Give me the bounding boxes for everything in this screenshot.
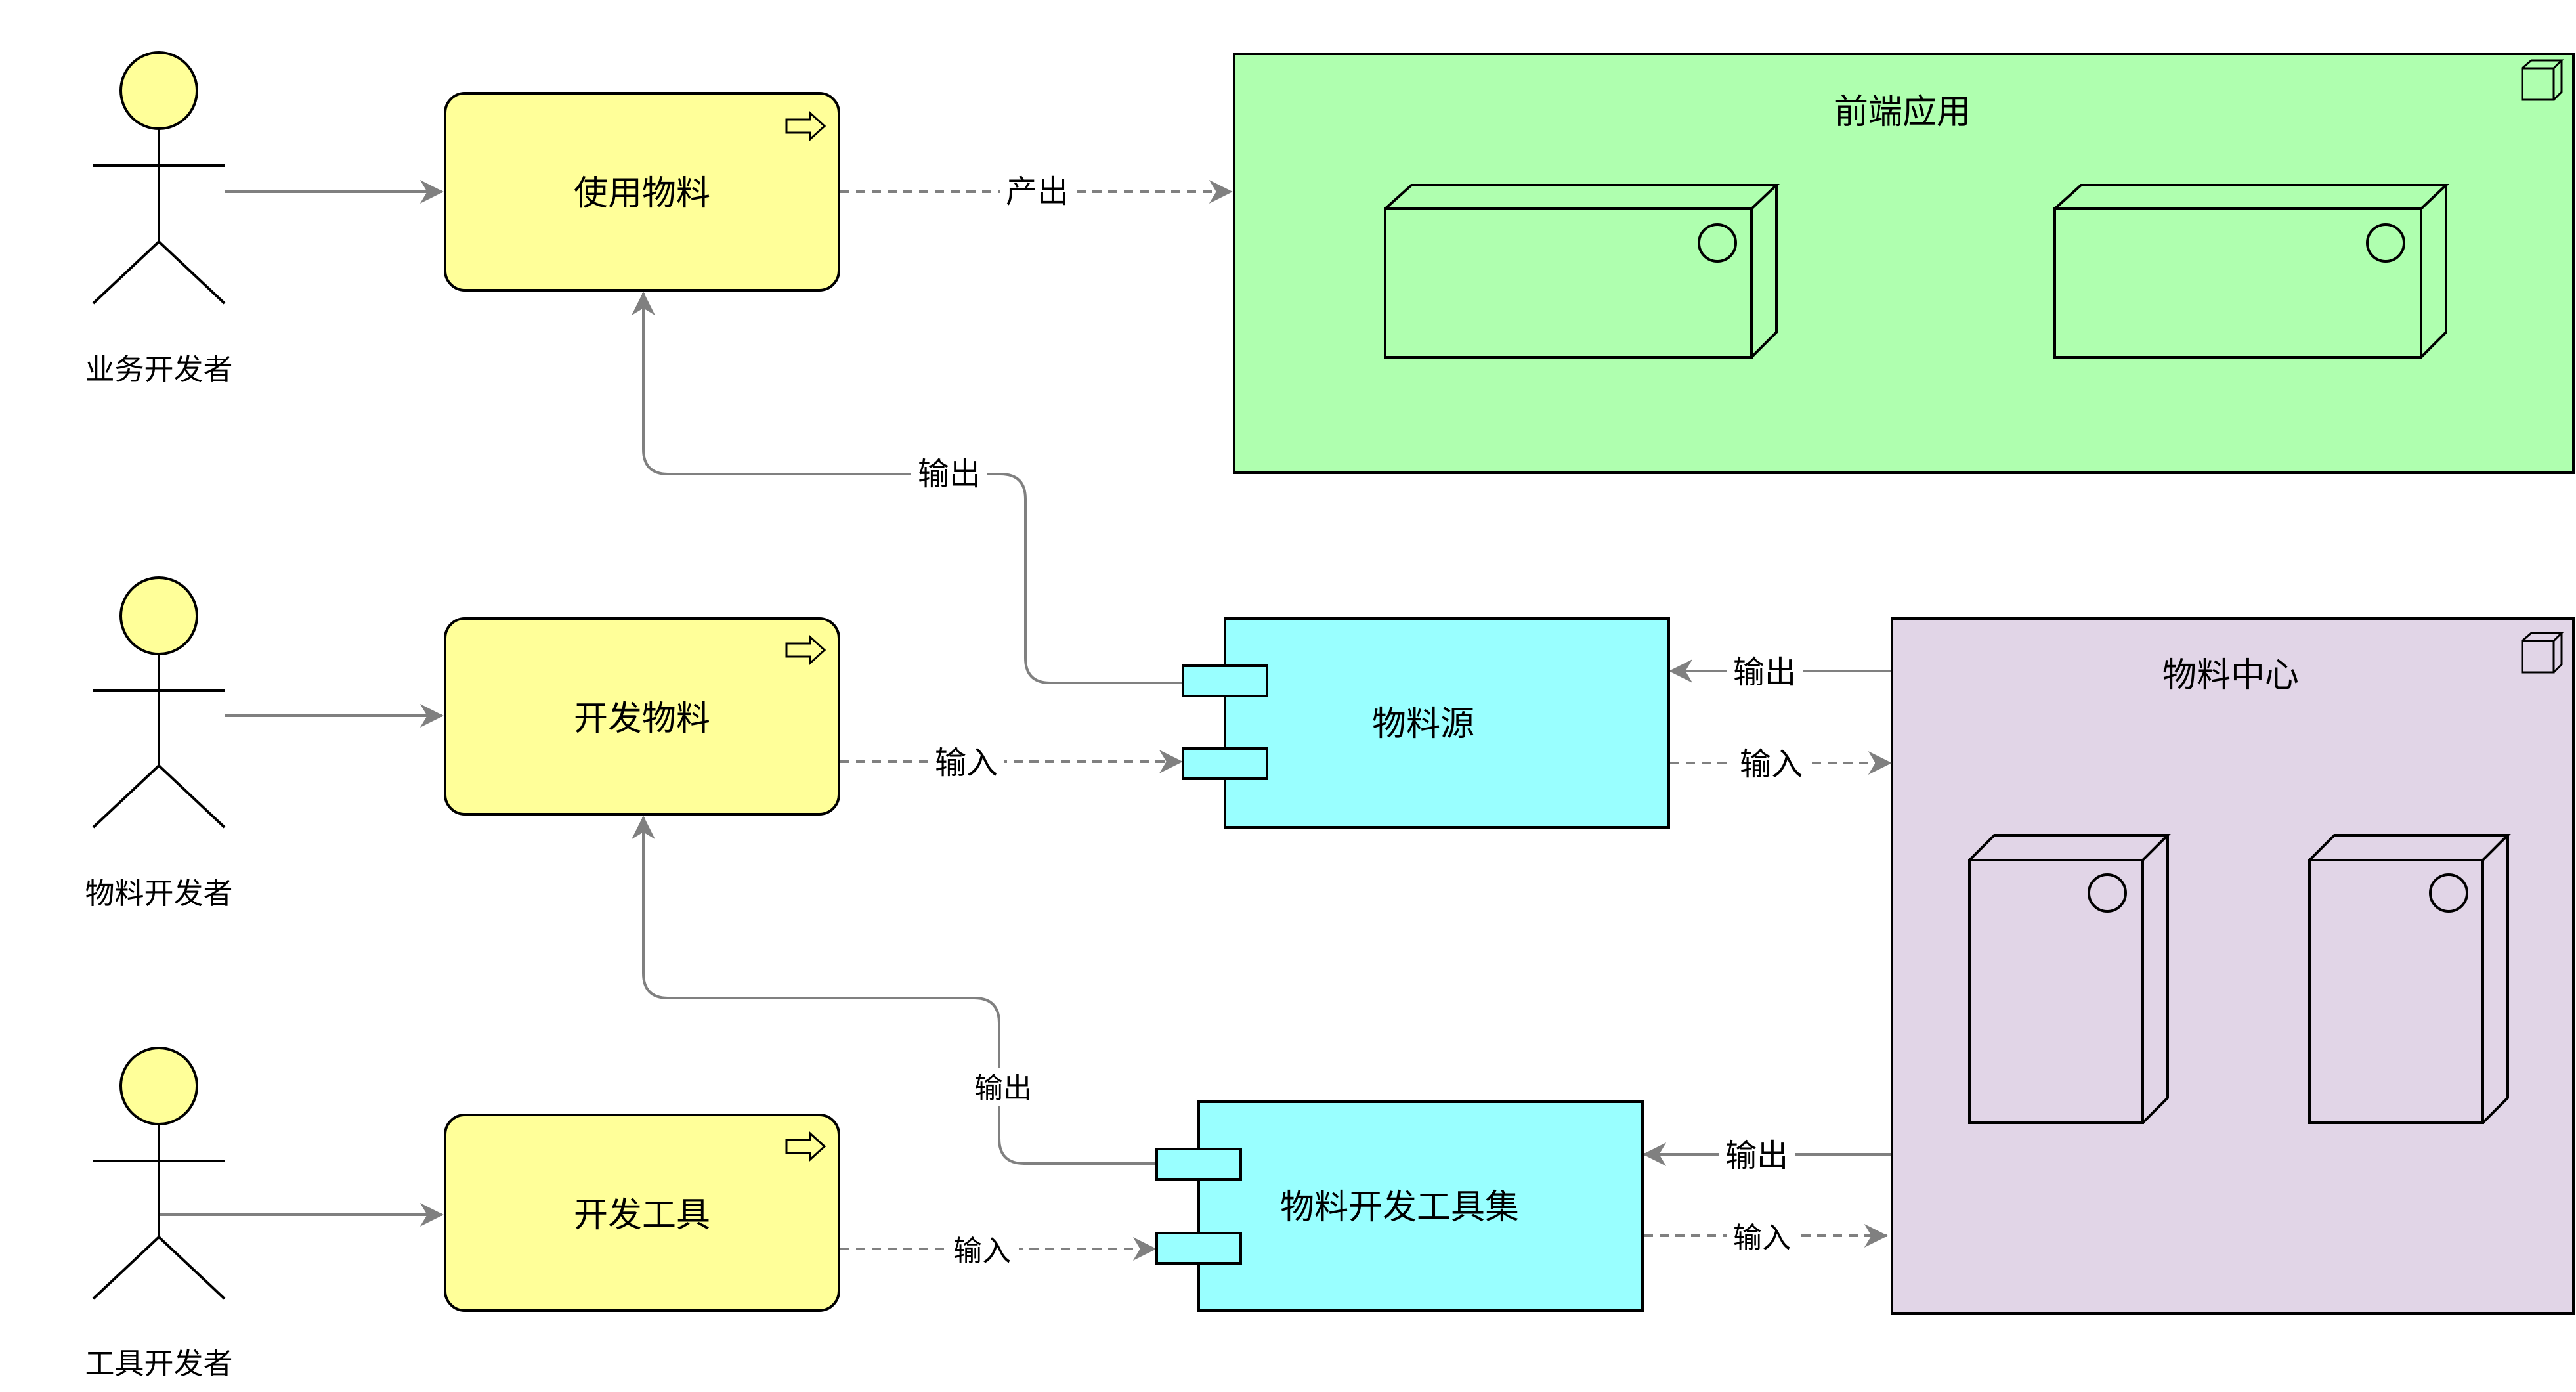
actor-tool-developer: 工具开发者: [85, 1047, 233, 1381]
component-material-source: 物料源: [1182, 617, 1670, 829]
actor-icon: [92, 1047, 226, 1300]
process-use-material: 使用物料: [444, 92, 840, 292]
actor-label: 工具开发者: [85, 1346, 232, 1381]
frontend-app-group: 前端应用: [1233, 53, 2575, 474]
edge-label-toolkit-to-center: 输入: [1733, 1221, 1791, 1255]
node-cube-icon: [2521, 59, 2564, 101]
actor-label: 物料开发者: [85, 876, 232, 911]
frontend-app-label: 前端应用: [1834, 93, 1971, 132]
actor-icon: [92, 51, 226, 305]
actor-material-developer: 物料开发者: [85, 576, 233, 911]
node-cube-icon: [2521, 632, 2564, 674]
actor-icon: [92, 576, 226, 829]
component-port: [1155, 1232, 1242, 1265]
edge-labels: 产出 输出 输入 输出 输入 输出 输入 输出 输入: [911, 172, 1809, 1269]
edge-label-center-to-toolkit: 输出: [1725, 1137, 1788, 1174]
edge-label-source-to-use: 输出: [918, 456, 981, 492]
material-center-group: 物料中心: [1891, 617, 2575, 1315]
process-arrow-icon: [785, 634, 826, 666]
component-port: [1155, 1148, 1242, 1181]
edge-label-use-to-frontend: 产出: [1006, 173, 1069, 210]
edge-label-source-to-center: 输入: [1740, 746, 1803, 783]
material-center-label: 物料中心: [2162, 656, 2299, 695]
edge-label-toolkit-to-develop: 输出: [974, 1072, 1032, 1105]
edge-toolkit-to-develop: [632, 816, 1155, 1165]
process-arrow-icon: [785, 1131, 826, 1162]
process-label: 使用物料: [574, 174, 710, 213]
process-develop-tool: 开发工具: [444, 1114, 840, 1312]
edge-label-tool-to-toolkit: 输入: [953, 1234, 1011, 1268]
frontend-node-1: [1384, 184, 1780, 359]
center-node-1: [1968, 834, 2171, 1124]
actor-business-developer: 业务开发者: [85, 51, 233, 387]
process-label: 开发工具: [574, 1196, 710, 1235]
component-label: 物料开发工具集: [1280, 1188, 1519, 1227]
component-port: [1182, 664, 1268, 697]
edge-label-develop-to-source: 输入: [935, 745, 998, 781]
component-material-toolkit: 物料开发工具集: [1155, 1100, 1644, 1312]
frontend-node-2: [2053, 184, 2450, 359]
actor-label: 业务开发者: [85, 352, 232, 387]
process-label: 开发物料: [574, 699, 710, 739]
process-develop-material: 开发物料: [444, 617, 840, 816]
process-arrow-icon: [785, 110, 826, 142]
component-label: 物料源: [1372, 705, 1474, 744]
edge-source-to-use: [632, 292, 1182, 684]
edge-label-center-to-source: 输出: [1733, 654, 1796, 691]
component-port: [1182, 747, 1268, 780]
center-node-2: [2308, 834, 2511, 1124]
